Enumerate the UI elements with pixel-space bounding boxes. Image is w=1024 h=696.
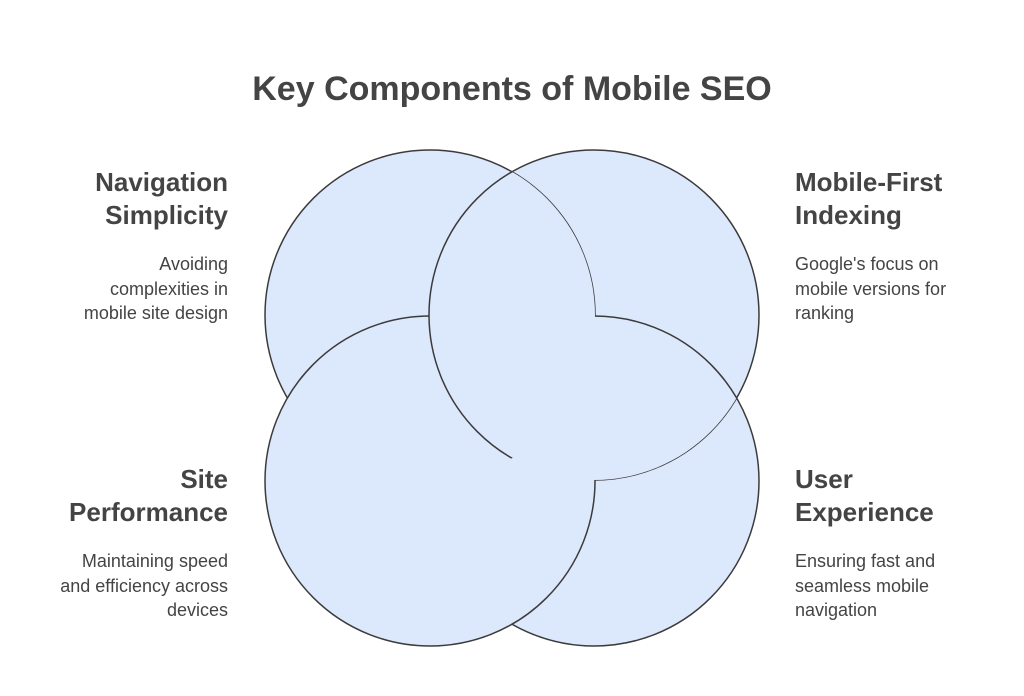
mobile-first-indexing-description: Google's focus on mobile versions for ra… [795,254,947,323]
mobile-first-indexing-heading: Mobile-First Indexing [795,167,943,230]
weave-overlap-mobile-first-indexing [428,150,595,480]
navigation-simplicity-block: Navigation Simplicity Avoiding complexit… [0,166,228,326]
user-experience-block: User Experience Ensuring fast and seamle… [795,463,1024,623]
mobile-first-indexing-block: Mobile-First Indexing Google's focus on … [795,166,1024,326]
navigation-simplicity-heading: Navigation Simplicity [95,167,228,230]
navigation-simplicity-description: Avoiding complexities in mobile site des… [83,254,228,323]
user-experience-heading: User Experience [795,464,934,527]
user-experience-description: Ensuring fast and seamless mobile naviga… [795,551,936,620]
site-performance-description: Maintaining speed and efficiency across … [60,551,228,620]
diagram-title: Key Components of Mobile SEO [252,70,772,108]
site-performance-block: Site Performance Maintaining speed and e… [0,463,228,623]
site-performance-heading: Site Performance [69,464,228,527]
